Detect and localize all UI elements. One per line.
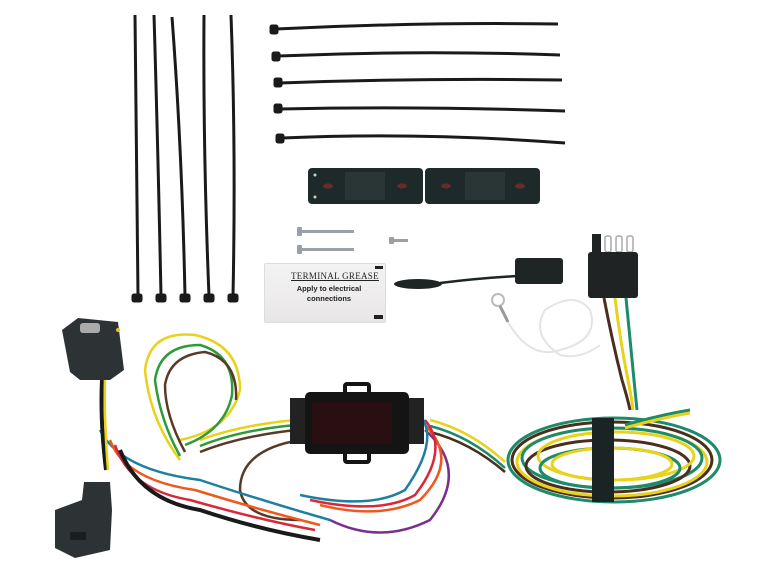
harness-wires bbox=[98, 333, 506, 542]
packet-title: TERMINAL GREASE bbox=[291, 271, 379, 281]
packet-marker-top bbox=[375, 266, 383, 269]
vertical-cable-ties bbox=[131, 14, 239, 303]
packet-instruction-line2: connections bbox=[306, 294, 352, 303]
screws bbox=[297, 227, 408, 254]
coiled-harness bbox=[506, 408, 722, 504]
four-way-connector bbox=[588, 234, 639, 411]
packet-instructions: Apply to electrical connections bbox=[289, 284, 369, 304]
mounting-bracket bbox=[308, 168, 540, 204]
converter-module bbox=[290, 382, 424, 464]
ground-wire bbox=[491, 293, 601, 358]
dust-cover bbox=[394, 258, 563, 289]
terminal-grease-packet: TERMINAL GREASE Apply to electrical conn… bbox=[264, 263, 386, 323]
horizontal-cable-ties bbox=[269, 22, 566, 145]
vehicle-connector-bottom bbox=[55, 482, 112, 558]
packet-marker-bottom bbox=[374, 315, 383, 319]
packet-instruction-line1: Apply to electrical bbox=[296, 284, 362, 293]
vehicle-connector-top bbox=[62, 318, 124, 380]
